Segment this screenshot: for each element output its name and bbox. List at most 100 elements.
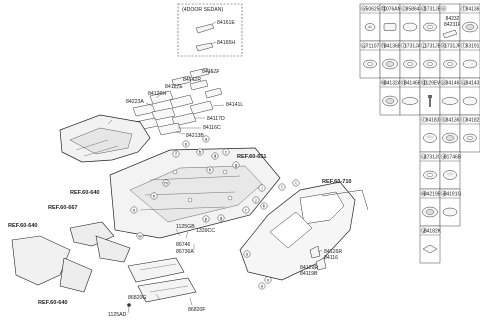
part-label: 86820G — [128, 295, 146, 301]
callout-h: h — [206, 166, 214, 174]
table-cell-letter: p — [442, 80, 445, 85]
callout-s: s — [243, 250, 251, 258]
ref-label: REF.60-640 — [70, 190, 100, 196]
inset-part-label: 84161E — [217, 20, 235, 26]
under-covers — [127, 257, 197, 307]
ref-labels: REF.60-651 REF.60-710 REF.60-640 REF.60-… — [8, 154, 352, 306]
table-cell-code: 84191G — [444, 191, 462, 197]
table-cell-code: 1731JB — [424, 43, 442, 49]
inset-part-label: 84165H — [217, 40, 235, 46]
callout-d: d — [211, 152, 219, 160]
table-cell-letter: c — [402, 6, 405, 11]
svg-text:e: e — [185, 142, 188, 147]
table-cell-letter: l — [463, 43, 464, 48]
callout-q: q — [217, 214, 225, 222]
callout-f: f — [172, 150, 180, 158]
table-cell-letter: m — [382, 80, 386, 85]
table-cell-code: 84231F — [444, 22, 461, 28]
svg-text:i: i — [261, 186, 262, 191]
table-cell-letter: b — [382, 6, 385, 11]
callout-e: e — [182, 140, 190, 148]
front-member — [11, 221, 131, 293]
table-cell-letter: u — [422, 154, 425, 159]
callout-p: p — [202, 215, 210, 223]
table-cell-code: 1731JA — [404, 43, 422, 49]
table-cell-letter: r — [423, 117, 425, 122]
part-label: 84129R — [300, 265, 318, 271]
part-label: 84126H — [148, 91, 166, 97]
callout-b: b — [196, 148, 204, 156]
svg-text:d: d — [214, 154, 217, 159]
table-cell-letter: v — [442, 154, 445, 159]
svg-text:v: v — [267, 278, 270, 283]
callout-n: n — [150, 192, 158, 200]
table-cell-letter: g — [362, 43, 365, 48]
part-label: 84126R — [324, 249, 342, 255]
part-label: 86820F — [188, 307, 206, 313]
svg-text:t: t — [295, 181, 297, 186]
svg-text:j: j — [254, 198, 256, 203]
part-label: 1339CC — [196, 228, 215, 234]
part-label: 84119B — [300, 271, 318, 277]
table-cell-letter: h — [382, 43, 385, 48]
table-cell-code: 1731JE — [424, 6, 442, 12]
ref-label: REF.60-667 — [48, 205, 78, 211]
part-label: 1125GB — [176, 224, 195, 230]
svg-text:c: c — [225, 150, 228, 155]
part-label: 84117D — [207, 116, 225, 122]
table-cell-code: 85864 — [406, 6, 420, 12]
part-label: 86736A — [176, 249, 194, 255]
floor-pan — [109, 147, 281, 239]
table-cell-letter: k — [442, 43, 445, 48]
svg-text:l: l — [281, 185, 282, 190]
part-label: 84213B — [186, 133, 204, 139]
callout-a: a — [202, 135, 210, 143]
svg-text:m: m — [164, 181, 168, 186]
inset-pad-shape — [195, 23, 215, 34]
table-cell-code: 84146 — [446, 80, 460, 86]
svg-text:n: n — [153, 194, 156, 199]
svg-text:u: u — [261, 284, 264, 289]
svg-text:s: s — [246, 252, 249, 257]
table-cell-code: 84146B — [404, 80, 422, 86]
svg-text:k: k — [263, 204, 266, 209]
table-cell-letter: q — [462, 80, 465, 85]
table-cell-letter: j — [422, 43, 424, 48]
ref-label: REF.60-710 — [322, 179, 352, 185]
part-label: 84223A — [126, 99, 144, 105]
upper-pads — [132, 67, 223, 136]
table-cell-letter: n — [402, 80, 405, 85]
table-cell-code: 1129EW — [423, 80, 442, 86]
table-cell-code: 71107 — [366, 43, 380, 49]
table-cell-letter: w — [422, 191, 426, 196]
svg-text:b: b — [199, 150, 202, 155]
lower-part-labels: 1125GB 1339CC 86746 86736A 86820G 86820F… — [108, 224, 342, 318]
callout-l: l — [278, 183, 286, 191]
callout-c: c — [222, 148, 230, 156]
part-label: 84127E — [165, 84, 183, 90]
table-cell-letter: e — [442, 6, 445, 11]
callout-g: g — [232, 161, 240, 169]
table-cell-code: 84182 — [466, 117, 480, 123]
table-cell-letter: o — [422, 80, 425, 85]
part-label: 84157F — [202, 69, 220, 75]
inset-pad-shape — [195, 42, 214, 52]
